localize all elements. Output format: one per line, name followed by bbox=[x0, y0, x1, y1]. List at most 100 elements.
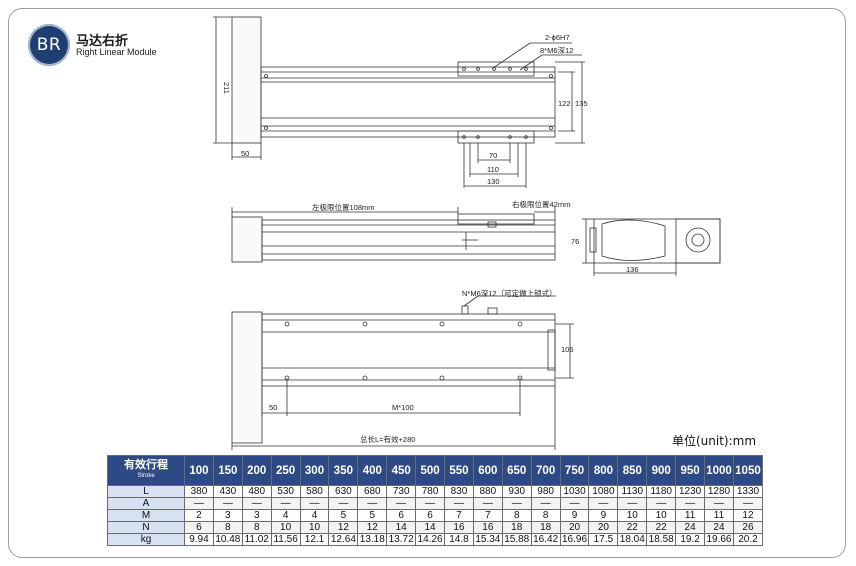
top-view bbox=[213, 16, 585, 188]
label-total-length: 总长L=有效+280 bbox=[360, 434, 415, 444]
table-cell: 1130 bbox=[617, 485, 648, 498]
table-cell: 20.2 bbox=[732, 533, 764, 546]
table-cell: — bbox=[270, 497, 301, 510]
stroke-header-600: 600 bbox=[472, 455, 503, 486]
table-cell: 10 bbox=[617, 509, 648, 522]
table-cell: — bbox=[299, 497, 330, 510]
label-dim-70: 70 bbox=[489, 151, 497, 160]
table-cell: 17.5 bbox=[588, 533, 619, 546]
table-cell: 9 bbox=[588, 509, 619, 522]
table-cell: 24 bbox=[704, 521, 734, 534]
side-end-block bbox=[231, 216, 263, 263]
label-dim-130: 130 bbox=[487, 177, 500, 186]
table-cell: 20 bbox=[559, 521, 590, 534]
table-cell: 19.66 bbox=[704, 533, 734, 546]
table-cell: — bbox=[415, 497, 446, 510]
table-cell: 16.42 bbox=[530, 533, 561, 546]
side-view bbox=[231, 207, 721, 276]
table-cell: 16 bbox=[472, 521, 503, 534]
table-cell: 930 bbox=[501, 485, 532, 498]
brand-title-cn: 马达右折 bbox=[76, 34, 129, 49]
table-cell: 980 bbox=[530, 485, 561, 498]
table-cell: — bbox=[212, 497, 243, 510]
label-left-limit: 左极限位置108mm bbox=[312, 202, 375, 212]
table-cell: 830 bbox=[444, 485, 474, 498]
label-screw-holes-bottom: N*M6深12（可定做上锁式） bbox=[462, 288, 557, 298]
table-cell: — bbox=[646, 497, 677, 510]
table-cell: 22 bbox=[646, 521, 677, 534]
label-dim-136: 136 bbox=[626, 265, 639, 274]
stroke-header-400: 400 bbox=[357, 455, 388, 486]
stroke-header-1050: 1050 bbox=[732, 455, 764, 486]
side-rail-body bbox=[261, 219, 556, 261]
label-dim-110: 110 bbox=[487, 165, 499, 174]
table-cell: 3 bbox=[241, 509, 272, 522]
table-cell: 19.2 bbox=[675, 533, 706, 546]
table-cell: 10 bbox=[646, 509, 677, 522]
brand-title-en: Right Linear Module bbox=[76, 47, 157, 57]
stroke-header-250: 250 bbox=[270, 455, 301, 486]
stroke-header-350: 350 bbox=[328, 455, 359, 486]
stroke-header-750: 750 bbox=[559, 455, 590, 486]
table-cell: 1080 bbox=[588, 485, 619, 498]
side-motor-housing bbox=[593, 218, 721, 264]
table-cell: 6 bbox=[386, 509, 417, 522]
table-cell: 11 bbox=[675, 509, 706, 522]
table-cell: 16.96 bbox=[559, 533, 590, 546]
table-cell: 12 bbox=[732, 509, 764, 522]
table-cell: 7 bbox=[444, 509, 474, 522]
table-cell: 14 bbox=[386, 521, 417, 534]
stroke-header-700: 700 bbox=[530, 455, 561, 486]
table-cell: 15.88 bbox=[501, 533, 532, 546]
table-cell: 880 bbox=[472, 485, 503, 498]
table-cell: — bbox=[241, 497, 272, 510]
table-cell: — bbox=[501, 497, 532, 510]
table-cell: 13.18 bbox=[357, 533, 388, 546]
table-cell: — bbox=[675, 497, 706, 510]
table-cell: 15.34 bbox=[472, 533, 503, 546]
label-dim-211: 211 bbox=[222, 82, 231, 94]
table-cell: 380 bbox=[184, 485, 214, 498]
table-cell: 4 bbox=[299, 509, 330, 522]
label-dim-76: 76 bbox=[571, 237, 579, 246]
page-frame bbox=[8, 8, 846, 558]
table-cell: 13.72 bbox=[386, 533, 417, 546]
table-cell: 7 bbox=[472, 509, 503, 522]
table-cell: 24 bbox=[675, 521, 706, 534]
table-cell: 14.26 bbox=[415, 533, 446, 546]
label-pitch: M*100 bbox=[392, 403, 414, 412]
motor-pulley bbox=[685, 227, 711, 253]
bottom-rail-body bbox=[261, 313, 556, 387]
table-cell: — bbox=[617, 497, 648, 510]
table-cell: 8 bbox=[530, 509, 561, 522]
table-cell: 1180 bbox=[646, 485, 677, 498]
table-cell: 730 bbox=[386, 485, 417, 498]
table-cell: 530 bbox=[270, 485, 301, 498]
table-cell: 12.64 bbox=[328, 533, 359, 546]
stroke-header-300: 300 bbox=[299, 455, 330, 486]
table-cell: 1030 bbox=[559, 485, 590, 498]
table-cell: 1330 bbox=[732, 485, 764, 498]
table-cell: 20 bbox=[588, 521, 619, 534]
row-label: L bbox=[107, 485, 185, 498]
table-cell: 8 bbox=[241, 521, 272, 534]
bottom-end-block bbox=[231, 311, 263, 444]
stroke-header-150: 150 bbox=[212, 455, 243, 486]
stroke-header-200: 200 bbox=[241, 455, 272, 486]
label-dim-135: 135 bbox=[575, 99, 588, 108]
table-cell: 6 bbox=[415, 509, 446, 522]
table-cell: 5 bbox=[357, 509, 388, 522]
table-cell: 12 bbox=[328, 521, 359, 534]
table-cell: 10 bbox=[270, 521, 301, 534]
table-cell: 12 bbox=[357, 521, 388, 534]
brand-logo: BR bbox=[28, 24, 70, 66]
top-rail-body bbox=[260, 66, 556, 138]
row-label: A bbox=[107, 497, 185, 510]
label-right-limit: 右极限位置42mm bbox=[512, 199, 570, 209]
table-row: A———————————————————— bbox=[107, 497, 764, 510]
table-cell: 16 bbox=[444, 521, 474, 534]
